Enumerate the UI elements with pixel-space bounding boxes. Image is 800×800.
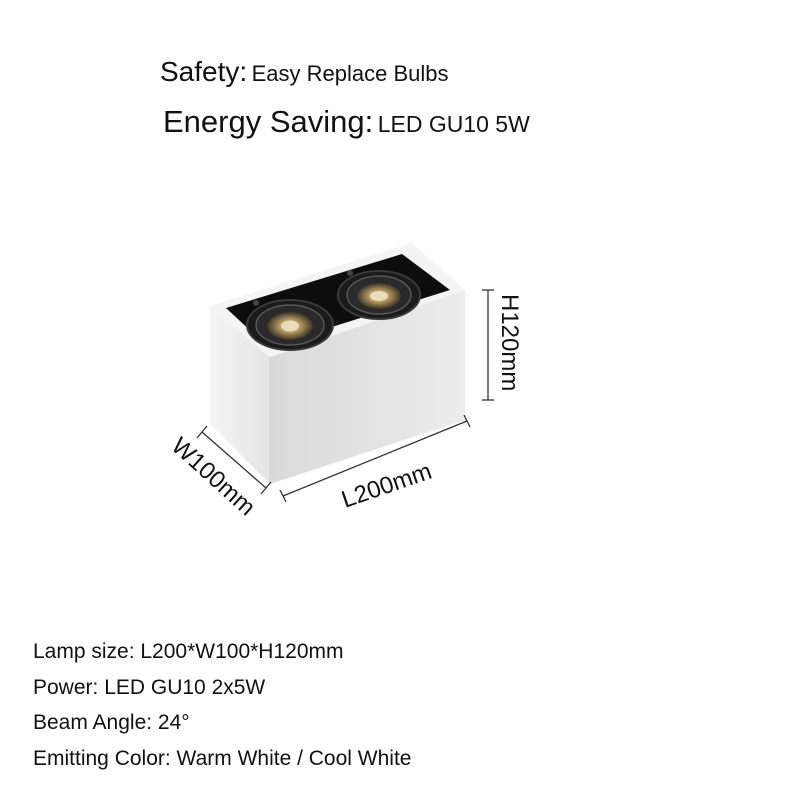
box-front-face	[270, 290, 465, 484]
spec-emitting-color: Emitting Color: Warm White / Cool White	[33, 746, 412, 770]
gu10-bulb-left	[246, 299, 334, 351]
headline-safety-value: Easy Replace Bulbs	[251, 61, 449, 86]
height-dimension: H120mm	[482, 289, 523, 401]
spec-lamp-size: Lamp size: L200*W100*H120mm	[33, 640, 344, 663]
headline-energy-key: Energy Saving:	[163, 104, 374, 139]
downlight-box	[210, 243, 465, 484]
headline-safety: Safety: Easy Replace Bulbs	[160, 56, 449, 88]
headline-safety-key: Safety:	[160, 56, 248, 87]
box-left-face	[210, 306, 270, 484]
spec-list: Lamp size: L200*W100*H120mm Power: LED G…	[33, 634, 411, 776]
spec-beam-angle: Beam Angle: 24°	[33, 711, 190, 734]
length-label: L200mm	[338, 458, 435, 514]
headline-energy-value: LED GU10 5W	[377, 111, 530, 137]
spec-power: Power: LED GU10 2x5W	[33, 675, 266, 699]
screw-right	[347, 270, 353, 276]
gu10-bulb-right	[337, 270, 421, 320]
height-label: H120mm	[496, 294, 523, 391]
screw-left	[253, 300, 259, 306]
headline-energy: Energy Saving: LED GU10 5W	[163, 104, 530, 140]
